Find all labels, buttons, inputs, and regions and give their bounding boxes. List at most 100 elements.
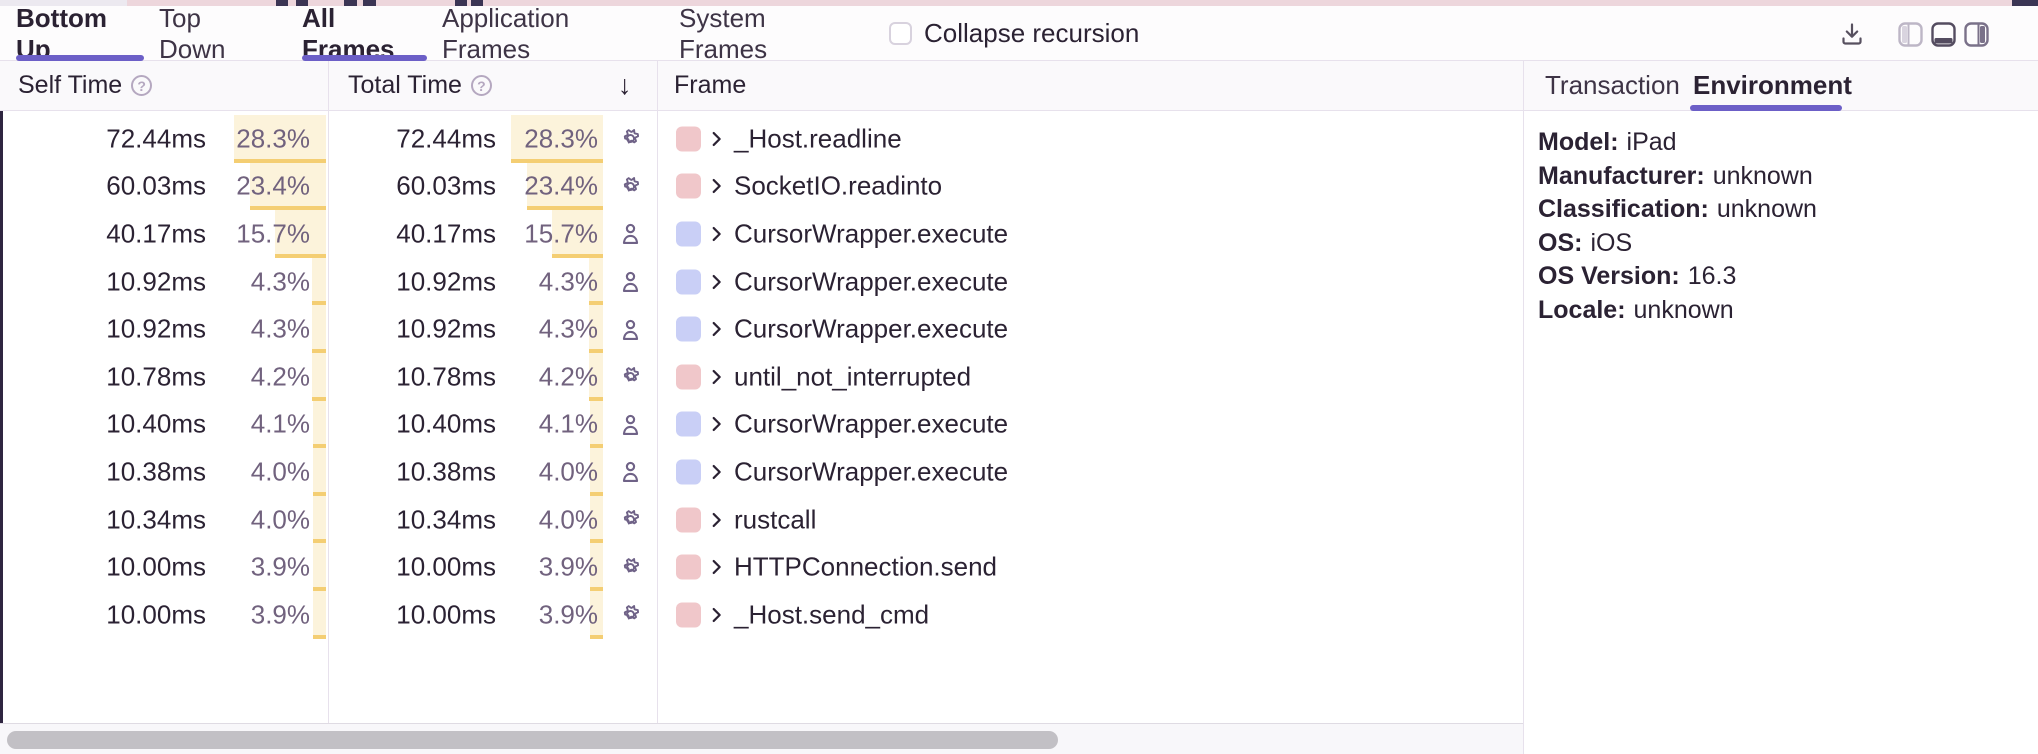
table-row[interactable]: 10.40ms 4.1% 10.40ms 4.1% CursorWrapper.… xyxy=(0,400,1523,449)
field-label: Classification: xyxy=(1538,195,1709,224)
minimap-frame-mark xyxy=(471,0,483,6)
tab-label: System Frames xyxy=(679,2,768,64)
table-row[interactable]: 10.92ms 4.3% 10.92ms 4.3% CursorWrapper.… xyxy=(0,305,1523,353)
field-label: OS Version: xyxy=(1538,262,1680,291)
table-row[interactable]: 60.03ms 23.4% 60.03ms 23.4% SocketIO.rea… xyxy=(0,162,1523,211)
chevron-right-icon[interactable] xyxy=(705,509,727,531)
tab-label: Environment xyxy=(1693,70,1852,100)
minimap-frame-mark xyxy=(2012,0,2038,6)
self-percent-bar xyxy=(249,162,326,211)
tab-bottom-up[interactable]: Bottom Up xyxy=(16,3,144,64)
field-locale: Locale:unknown xyxy=(1538,294,1817,328)
frame-table-body: 72.44ms 28.3% 72.44ms 28.3% _Host.readli… xyxy=(0,115,1523,639)
table-row[interactable]: 40.17ms 15.7% 40.17ms 15.7% CursorWrappe… xyxy=(0,210,1523,258)
column-header-label: Total Time xyxy=(348,71,462,99)
total-percent-bar xyxy=(526,162,603,211)
self-percent-value: 4.0% xyxy=(250,504,310,535)
self-percent-value: 4.3% xyxy=(250,313,310,344)
frame-color-chip xyxy=(676,316,701,342)
frame-color-chip xyxy=(676,554,701,580)
tab-transaction[interactable]: Transaction xyxy=(1545,61,1680,110)
total-percent-bar xyxy=(589,305,603,353)
field-classification: Classification:unknown xyxy=(1538,193,1817,227)
minimap-frame-mark xyxy=(276,0,288,6)
gear-icon xyxy=(623,605,639,620)
frame-color-chip xyxy=(676,364,701,390)
table-row[interactable]: 10.78ms 4.2% 10.78ms 4.2% until_not_inte… xyxy=(0,352,1523,401)
self-percent-value: 4.0% xyxy=(250,456,310,487)
chevron-right-icon[interactable] xyxy=(705,604,727,626)
total-percent-bar xyxy=(589,400,603,449)
chevron-right-icon[interactable] xyxy=(705,461,727,483)
column-header-frame[interactable]: Frame xyxy=(674,61,746,110)
self-percent-bar xyxy=(313,590,326,639)
frame-name: _Host.readline xyxy=(734,123,902,154)
table-row[interactable]: 10.92ms 4.3% 10.92ms 4.3% CursorWrapper.… xyxy=(0,257,1523,306)
chevron-right-icon[interactable] xyxy=(705,175,727,197)
table-row[interactable]: 10.38ms 4.0% 10.38ms 4.0% CursorWrapper.… xyxy=(0,448,1523,496)
field-os: OS:iOS xyxy=(1538,227,1817,261)
collapse-recursion-label: Collapse recursion xyxy=(924,18,1140,48)
minimap-frame-mark xyxy=(344,0,357,6)
chevron-right-icon[interactable] xyxy=(705,318,727,340)
table-row[interactable]: 10.00ms 3.9% 10.00ms 3.9% _Host.send_cmd xyxy=(0,590,1523,639)
field-value: iOS xyxy=(1590,228,1633,257)
tab-top-down[interactable]: Top Down xyxy=(159,3,269,64)
column-divider[interactable] xyxy=(657,61,658,723)
horizontal-scrollbar-track[interactable] xyxy=(0,723,1523,754)
user-icon xyxy=(622,224,638,245)
chevron-right-icon[interactable] xyxy=(705,556,727,578)
layout-right-panel-icon[interactable] xyxy=(1964,20,1992,48)
self-percent-value: 4.1% xyxy=(250,408,310,439)
help-icon[interactable]: ? xyxy=(470,75,492,96)
total-percent-bar xyxy=(551,210,603,258)
collapse-recursion-checkbox[interactable] xyxy=(889,22,912,45)
field-value: unknown xyxy=(1633,295,1734,324)
frame-color-chip xyxy=(676,459,701,485)
gear-icon xyxy=(623,367,639,382)
self-time-value: 10.00ms xyxy=(106,551,206,582)
field-value: unknown xyxy=(1716,195,1817,224)
tab-application-frames[interactable]: Application Frames xyxy=(442,3,663,64)
active-tab-underline xyxy=(302,55,427,61)
chevron-right-icon[interactable] xyxy=(705,271,727,293)
chevron-right-icon[interactable] xyxy=(705,366,727,388)
column-divider[interactable] xyxy=(328,61,329,723)
frame-color-chip xyxy=(676,507,701,533)
total-percent-value: 4.3% xyxy=(538,266,598,297)
table-row[interactable]: 72.44ms 28.3% 72.44ms 28.3% _Host.readli… xyxy=(0,115,1523,163)
tab-all-frames[interactable]: All Frames xyxy=(302,3,427,64)
chevron-right-icon[interactable] xyxy=(705,223,727,245)
column-header-self-time[interactable]: Self Time ? xyxy=(18,61,153,110)
panel-left-edge xyxy=(0,6,3,754)
self-percent-bar xyxy=(312,352,326,401)
total-time-value: 10.92ms xyxy=(396,313,496,344)
environment-details-panel: Model:iPad Manufacturer:unknown Classifi… xyxy=(1524,111,2038,754)
total-percent-bar xyxy=(589,257,603,306)
self-time-value: 10.34ms xyxy=(106,504,206,535)
tab-system-frames[interactable]: System Frames xyxy=(679,3,855,64)
help-icon[interactable]: ? xyxy=(131,75,153,96)
self-time-value: 10.40ms xyxy=(106,408,206,439)
field-label: Model: xyxy=(1538,128,1619,157)
total-percent-value: 4.0% xyxy=(538,504,598,535)
table-row[interactable]: 10.34ms 4.0% 10.34ms 4.0% rustcall xyxy=(0,495,1523,544)
chevron-right-icon[interactable] xyxy=(705,128,727,150)
horizontal-scrollbar-thumb[interactable] xyxy=(7,731,1058,749)
tab-environment[interactable]: Environment xyxy=(1693,61,1852,110)
chevron-right-icon[interactable] xyxy=(705,413,727,435)
frame-name: CursorWrapper.execute xyxy=(734,408,1009,439)
sort-descending-icon[interactable]: ↓ xyxy=(618,70,632,100)
layout-bottom-panel-icon[interactable] xyxy=(1931,20,1959,48)
frame-name: until_not_interrupted xyxy=(734,361,972,392)
column-header-total-time[interactable]: Total Time ? xyxy=(348,61,492,110)
self-percent-value: 3.9% xyxy=(250,599,310,630)
download-icon[interactable] xyxy=(1838,20,1866,48)
layout-left-panel-icon[interactable] xyxy=(1898,20,1926,48)
field-label: OS: xyxy=(1538,228,1583,257)
table-row[interactable]: 10.00ms 3.9% 10.00ms 3.9% HTTPConnection… xyxy=(0,543,1523,591)
flamegraph-minimap-sliver[interactable] xyxy=(0,0,2038,6)
tab-label: Transaction xyxy=(1545,70,1680,100)
self-time-value: 10.78ms xyxy=(106,361,206,392)
details-panel-divider[interactable] xyxy=(1523,61,1524,754)
